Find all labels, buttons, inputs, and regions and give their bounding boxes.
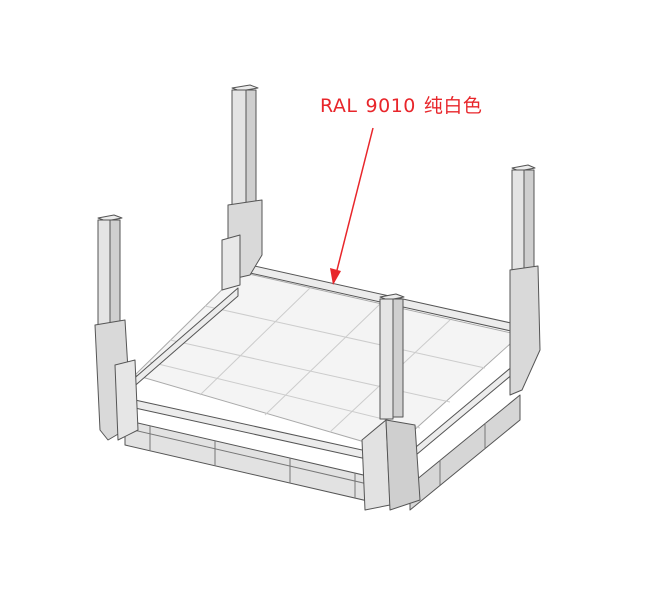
post-left — [94, 214, 139, 441]
ral-code: RAL — [320, 95, 358, 117]
post-back-left — [221, 84, 263, 291]
color-name: 纯白色 — [423, 95, 483, 117]
post-front — [361, 293, 421, 511]
deck — [134, 271, 521, 451]
ral-number: 9010 — [365, 95, 416, 117]
post-right — [509, 164, 541, 396]
annotation-arrow — [333, 127, 374, 283]
color-annotation-label: RAL 9010 纯白色 — [320, 91, 490, 118]
arrow-head-icon — [330, 268, 341, 285]
